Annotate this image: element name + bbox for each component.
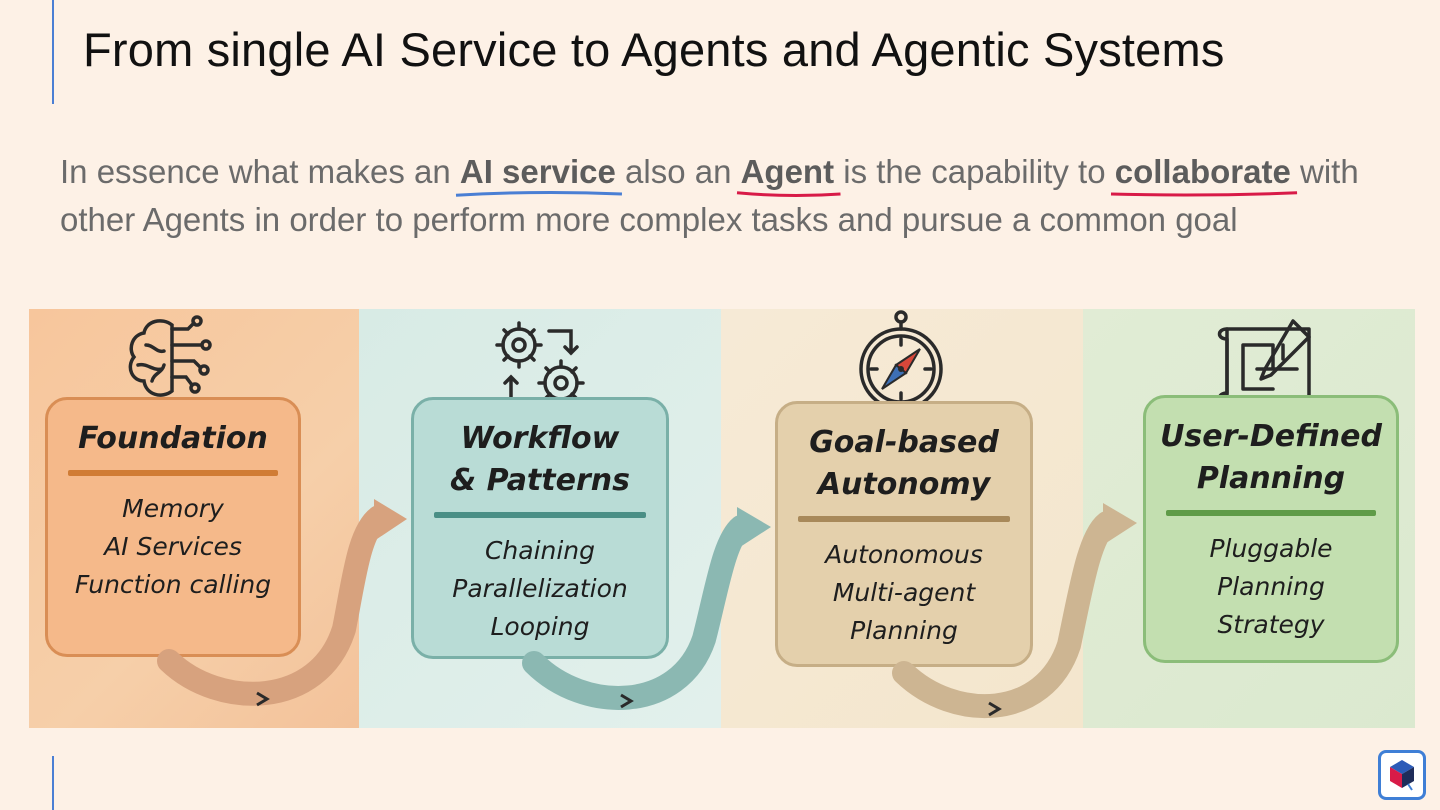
intro-paragraph: In essence what makes an AI service also…	[60, 148, 1420, 244]
logo-mark	[1386, 758, 1418, 792]
intro-text-3: is the capability to	[834, 153, 1115, 190]
intro-text-1: In essence what makes an	[60, 153, 460, 190]
highlight-ai-service: AI service	[460, 148, 616, 196]
stages-illustration: Foundation Memory AI Services Function c…	[29, 309, 1415, 728]
bottom-accent-line	[52, 756, 54, 810]
highlight-collaborate-text: collaborate	[1115, 153, 1291, 190]
underline-red-agent	[737, 188, 841, 200]
top-accent-line	[52, 0, 54, 104]
underline-blue	[456, 188, 622, 200]
highlight-collaborate: collaborate	[1115, 148, 1291, 196]
underline-red-collaborate	[1111, 188, 1297, 200]
highlight-agent: Agent	[741, 148, 835, 196]
slide-title: From single AI Service to Agents and Age…	[83, 22, 1225, 77]
company-logo-icon	[1378, 750, 1426, 800]
intro-text-2: also an	[616, 153, 741, 190]
arrow-goal-to-user-defined	[29, 309, 1415, 728]
highlight-agent-text: Agent	[741, 153, 835, 190]
highlight-ai-service-text: AI service	[460, 153, 616, 190]
